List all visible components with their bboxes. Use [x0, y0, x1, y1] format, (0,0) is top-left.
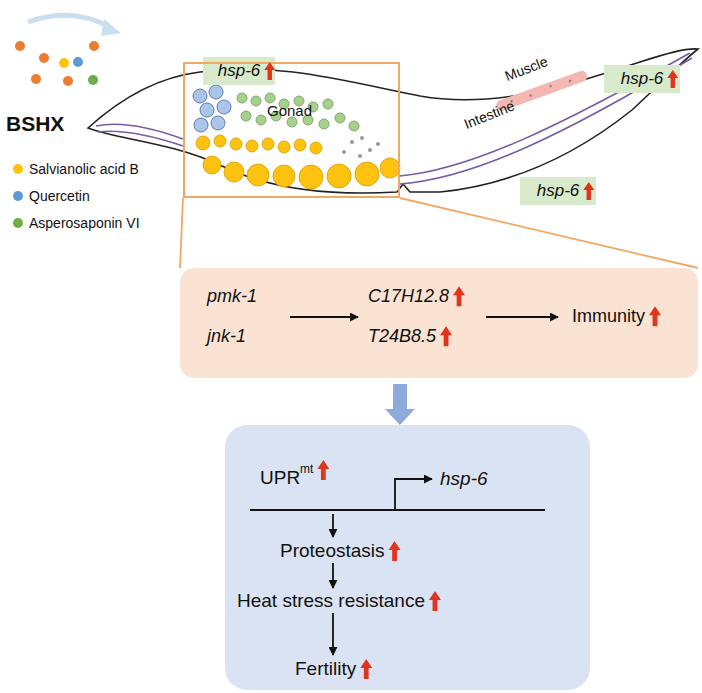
- compound-dots: [88, 75, 98, 85]
- gonad-cells: [196, 136, 210, 150]
- gonad-cells: [335, 113, 345, 123]
- legend-swatch: [13, 164, 23, 174]
- gonad-cells: [368, 148, 372, 152]
- compound-dots: [15, 15, 121, 86]
- mechanism-panel: UPRmt hsp-6ProteostasisHeat stress resist…: [225, 425, 590, 690]
- compound-dots: [59, 58, 69, 68]
- gonad-cells: [217, 100, 231, 114]
- node-text: hsp-6: [218, 61, 261, 81]
- tissue-label: Muscle: [503, 54, 550, 84]
- legend-text: Salvianolic acid B: [29, 161, 139, 177]
- node-text: hsp-6: [537, 181, 580, 201]
- node-text: Proteostasis: [280, 540, 385, 562]
- node-text: mt: [300, 463, 313, 477]
- gonad-cells: [230, 138, 242, 150]
- gonad-cells: [278, 141, 290, 153]
- compound-dots: [63, 76, 73, 86]
- gonad-cells: [247, 164, 269, 186]
- intestine: [96, 53, 692, 184]
- compound-dots: [101, 19, 121, 36]
- gonad-cells: [319, 119, 329, 129]
- worm-body: [88, 49, 698, 193]
- gonad-cells: [299, 165, 323, 189]
- worm-body: [88, 49, 698, 193]
- gonad-cells: [323, 99, 333, 109]
- legend-item: Quercetin: [13, 188, 90, 204]
- muscle-strip: [568, 79, 571, 82]
- gonad-cells: [196, 135, 400, 189]
- gonad-cells: [355, 162, 379, 186]
- gonad-cells: [209, 85, 223, 99]
- immunity-panel: pmk-1 jnk-1 C17H12.8T24B8.5 Immunity: [180, 268, 698, 378]
- legend-item: Salvianolic acid B: [13, 161, 139, 177]
- gonad-cells: [342, 136, 380, 158]
- gonad-cells: [194, 118, 208, 132]
- compound-dots: [73, 57, 83, 67]
- node-text: hsp-6: [621, 69, 664, 89]
- gonad-cells: [265, 93, 275, 103]
- node-text: Gonad: [267, 102, 312, 119]
- gonad-cells: [224, 162, 244, 182]
- legend-swatch: [13, 191, 23, 201]
- node-text: C17H12.8: [368, 286, 449, 307]
- intestine: [400, 58, 692, 184]
- gonad-cells: [262, 138, 274, 150]
- gonad-cells: [294, 139, 306, 151]
- gonad-cells: [193, 85, 231, 132]
- gonad-cells: [360, 136, 364, 140]
- callout-line: [400, 198, 698, 268]
- gonad-cells: [246, 140, 258, 152]
- node-text: pmk-1: [207, 286, 257, 307]
- muscle-strip: [549, 84, 552, 87]
- compound-dots: [28, 15, 112, 28]
- gonad-cells: [237, 93, 247, 103]
- node-text: jnk-1: [207, 326, 246, 347]
- gonad-cells: [203, 156, 221, 174]
- gonad-cells: [214, 135, 226, 147]
- gene-tag: hsp-6: [520, 177, 596, 205]
- gonad-cells: [342, 150, 346, 154]
- gonad-cells: [200, 103, 214, 117]
- callout-line: [180, 198, 183, 268]
- node-text: Fertility: [295, 658, 356, 680]
- compound-dots: [15, 41, 25, 51]
- gene-tag: hsp-6: [604, 65, 680, 93]
- intestine: [400, 53, 690, 176]
- gonad-cells: [310, 142, 322, 154]
- gonad-cells: [237, 93, 359, 131]
- flow-arrow: [393, 384, 407, 409]
- compound-dots: [31, 74, 41, 84]
- gonad-cells: [256, 115, 266, 125]
- compound-dots: [89, 41, 99, 51]
- gonad-cells: [241, 111, 251, 121]
- legend-text: Quercetin: [29, 188, 90, 204]
- muscle-strip: [529, 94, 532, 97]
- gonad-cells: [349, 121, 359, 131]
- intestine: [98, 131, 183, 146]
- node-text: UPR: [260, 467, 300, 489]
- gonad-cells: [273, 165, 295, 187]
- node-text: Heat stress resistance: [237, 590, 425, 612]
- node-text: hsp-6: [440, 468, 488, 490]
- gonad-cells: [193, 85, 400, 189]
- gonad-cells: [251, 96, 261, 106]
- gonad-cells: [211, 116, 225, 130]
- formula-label: BSHX: [6, 112, 64, 135]
- legend-text: Asperosaponin VI: [29, 215, 140, 231]
- legend-item: Asperosaponin VI: [13, 215, 140, 231]
- gonad-cells: [358, 154, 362, 158]
- gonad-cells: [376, 142, 380, 146]
- gonad-cells: [193, 89, 207, 103]
- gonad-callout-frame: Gonad: [183, 62, 400, 198]
- node-text: Immunity: [572, 306, 645, 327]
- legend-swatch: [13, 218, 23, 228]
- gonad-cells: [380, 158, 400, 178]
- node-text: T24B8.5: [368, 326, 436, 347]
- gonad-cells: [327, 164, 351, 188]
- compound-dots: [39, 53, 49, 63]
- gonad-cells: [350, 140, 354, 144]
